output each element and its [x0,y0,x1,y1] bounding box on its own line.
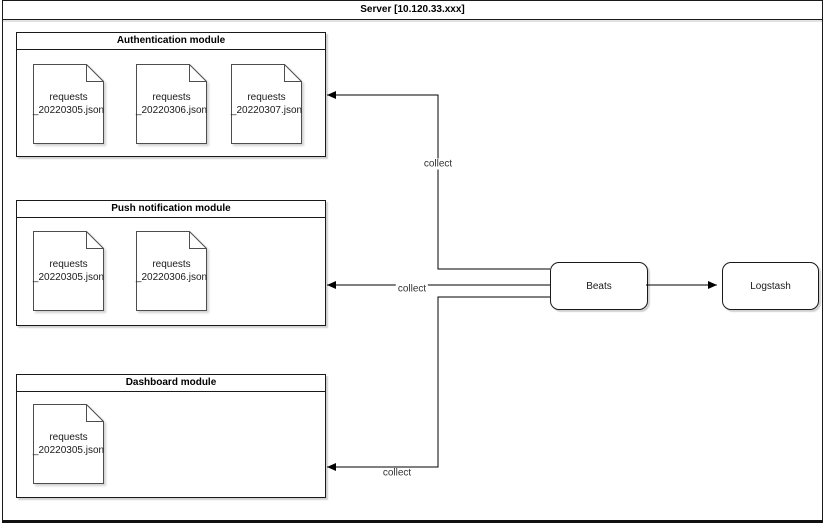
module-dashboard: Dashboard module requests _20220305.json [16,374,326,498]
file-push-2: requests _20220306.json [136,231,207,311]
file-label: requests _20220305.json [32,92,105,116]
file-dashboard-1: requests _20220305.json [33,404,104,484]
module-push-notification-title: Push notification module [17,201,325,218]
file-label: requests _20220305.json [32,432,105,456]
document-icon [136,231,207,311]
module-push-notification: Push notification module requests _20220… [16,200,326,326]
file-label: requests _20220307.json [230,92,303,116]
logstash-label: Logstash [750,280,791,292]
file-auth-1: requests _20220305.json [33,64,104,144]
file-push-1: requests _20220305.json [33,231,104,311]
document-icon [33,404,104,484]
module-authentication: Authentication module requests _20220305… [16,32,326,157]
document-icon [33,231,104,311]
beats-label: Beats [586,280,612,292]
document-icon [231,64,302,144]
edge-label-collect-push: collect [395,283,429,295]
beats-node: Beats [550,262,648,310]
logstash-node: Logstash [722,262,819,310]
file-label: requests _20220306.json [135,259,208,283]
document-icon [136,64,207,144]
file-label: requests _20220306.json [135,92,208,116]
module-authentication-title: Authentication module [17,33,325,50]
server-title: Server [10.120.33.xxx] [3,1,822,20]
module-dashboard-title: Dashboard module [17,375,325,392]
document-icon [33,64,104,144]
edge-label-collect-dashboard: collect [380,467,414,479]
edge-label-collect-auth: collect [421,158,455,170]
file-auth-3: requests _20220307.json [231,64,302,144]
file-label: requests _20220305.json [32,259,105,283]
file-auth-2: requests _20220306.json [136,64,207,144]
